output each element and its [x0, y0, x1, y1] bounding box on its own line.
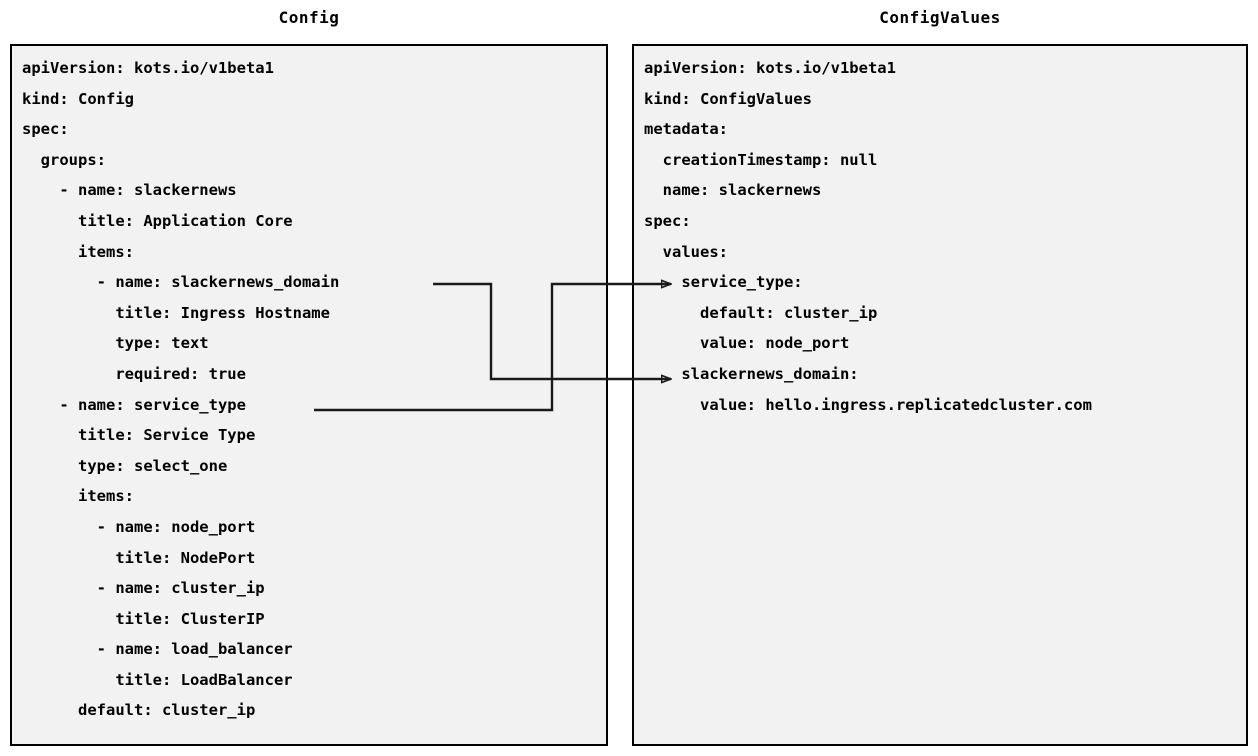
configvalues-yaml-line: apiVersion: kots.io/v1beta1 [644, 59, 896, 77]
config-yaml-line: title: Application Core [22, 211, 293, 230]
config-yaml-line: - name: slackernews_domain [22, 273, 340, 292]
config-yaml-line: type: text [22, 334, 209, 353]
configvalues-yaml-line: creationTimestamp: null [644, 150, 878, 169]
config-yaml-line: title: LoadBalancer [22, 670, 293, 689]
config-yaml-line: kind: Config [22, 89, 134, 108]
configvalues-yaml-code: apiVersion: kots.io/v1beta1 kind: ConfigV… [644, 53, 1242, 420]
config-yaml-panel: apiVersion: kots.io/v1beta1 kind: Config s… [10, 44, 608, 746]
configvalues-yaml-line: values: [644, 242, 728, 261]
config-yaml-line: groups: [22, 150, 106, 169]
config-yaml-line: apiVersion: kots.io/v1beta1 [22, 59, 274, 77]
config-yaml-code: apiVersion: kots.io/v1beta1 kind: Config s… [22, 53, 602, 726]
configvalues-yaml-panel: apiVersion: kots.io/v1beta1 kind: ConfigV… [632, 44, 1248, 746]
config-yaml-line: title: ClusterIP [22, 609, 265, 628]
configvalues-panel-title: ConfigValues [879, 8, 1001, 27]
config-yaml-line: spec: [22, 120, 69, 139]
config-yaml-line: default: cluster_ip [22, 701, 256, 720]
config-yaml-line: items: [22, 242, 134, 261]
configvalues-yaml-line: metadata: [644, 120, 728, 139]
config-yaml-line: required: true [22, 364, 246, 383]
config-yaml-line: type: select_one [22, 456, 228, 475]
config-yaml-line: title: Service Type [22, 426, 256, 445]
config-yaml-line: - name: load_balancer [22, 640, 293, 659]
configvalues-yaml-line: spec: [644, 211, 691, 230]
configvalues-yaml-line: slackernews_domain: [644, 364, 859, 383]
config-yaml-line: items: [22, 487, 134, 506]
config-yaml-line: - name: service_type [22, 395, 246, 414]
configvalues-yaml-line: default: cluster_ip [644, 303, 878, 322]
configvalues-yaml-line: kind: ConfigValues [644, 89, 812, 108]
config-yaml-line: title: Ingress Hostname [22, 303, 330, 322]
configvalues-yaml-line: value: hello.ingress.replicatedcluster.c… [644, 395, 1092, 414]
config-yaml-line: - name: cluster_ip [22, 579, 265, 598]
config-yaml-line: - name: node_port [22, 517, 256, 536]
config-yaml-line: - name: slackernews [22, 181, 237, 200]
configvalues-yaml-line: service_type: [644, 273, 803, 292]
config-panel-title: Config [278, 8, 340, 27]
configvalues-yaml-line: name: slackernews [644, 181, 822, 200]
configvalues-yaml-line: value: node_port [644, 334, 850, 353]
config-yaml-line: title: NodePort [22, 548, 256, 567]
